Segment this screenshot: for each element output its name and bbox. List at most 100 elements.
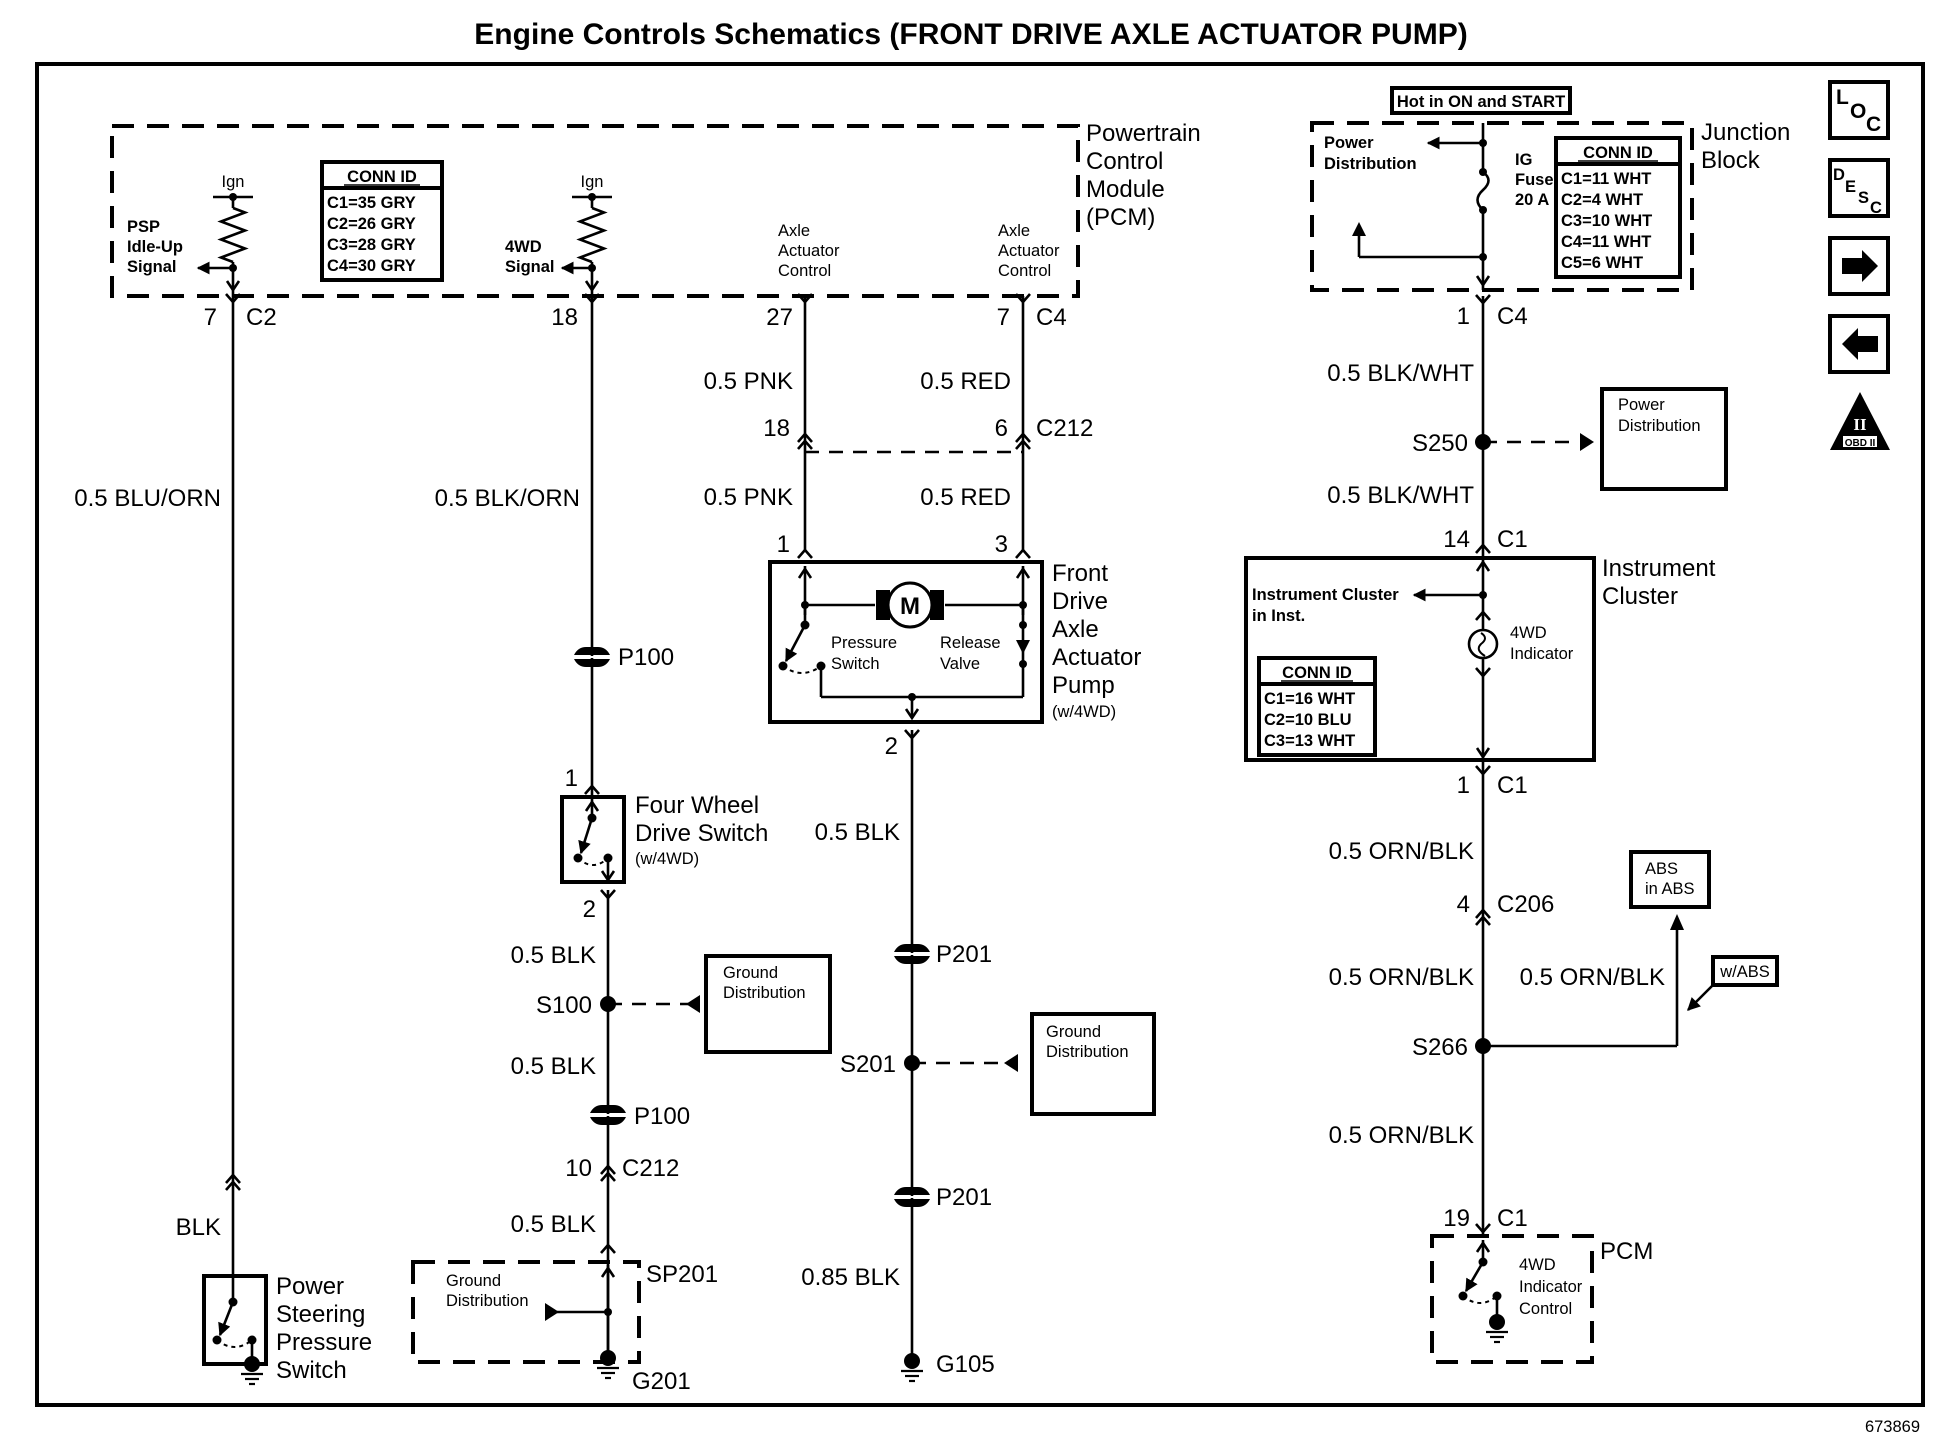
psp-signal-label: PSP: [127, 218, 160, 236]
splice-label: SP201: [646, 1261, 718, 1288]
ground-dot: [904, 1353, 920, 1369]
loc-button-frame[interactable]: [1828, 80, 1890, 140]
pressure-switch-icon: [778, 620, 826, 674]
ground-g105-icon: [901, 1353, 923, 1383]
c212-ground-connector: [600, 1164, 616, 1175]
splice-label: S201: [840, 1051, 896, 1078]
ground-pcm-icon: [1486, 1314, 1508, 1344]
connector-name: C2: [246, 304, 277, 331]
left-arrow-glyph: [1842, 328, 1878, 360]
pump-name: Drive: [1052, 588, 1108, 615]
pcm-lower-name: PCM: [1600, 1238, 1653, 1265]
desc-button-frame[interactable]: [1828, 158, 1890, 218]
psp-signal-label: Signal: [127, 258, 177, 276]
pin-number: 2: [885, 733, 898, 760]
pin-number: 4: [1457, 891, 1470, 918]
arrow-head: [545, 1303, 559, 1321]
wire-label-blk: 0.5 BLK: [511, 942, 596, 969]
arrow-head: [1475, 1240, 1491, 1253]
wd-signal-label: 4WD: [505, 238, 542, 256]
4wd-indicator-label: 4WD: [1510, 624, 1547, 642]
4wd-indicator-control-label: Indicator: [1519, 1278, 1583, 1296]
wire-label-orn-blk: 0.5 ORN/BLK: [1329, 964, 1474, 991]
four-wd-switch-box: [560, 795, 626, 884]
desc-S: S: [1858, 189, 1869, 207]
abs-label: ABS: [1645, 860, 1678, 878]
ground-distribution-box: [1030, 1012, 1156, 1116]
c206-connector: [1475, 908, 1491, 919]
pcm-conn-id-row: C3=28 GRY: [327, 236, 416, 254]
cluster-conn-id-row: C2=10 BLU: [1264, 711, 1352, 729]
lamp-filament: [1477, 632, 1486, 657]
figure-id: 673869: [1865, 1418, 1920, 1436]
jb-conn-id-box: [1554, 136, 1682, 279]
pin-number: 18: [763, 415, 790, 442]
pin-number: 1: [1457, 303, 1470, 330]
release-valve-label: Release: [940, 634, 1001, 652]
axle-control-label: Actuator: [778, 242, 840, 260]
page-frame: [35, 62, 1925, 1407]
motor-brush: [876, 590, 890, 620]
pcm-c1-19-connector: [1475, 1223, 1491, 1234]
prev-arrow-icon[interactable]: [1828, 314, 1890, 374]
arrow-head: [225, 280, 241, 293]
pcm-pin27-connector: [797, 293, 813, 304]
pcm-conn-id-row: C4=30 GRY: [327, 257, 416, 275]
wire-label-red: 0.5 RED: [920, 368, 1011, 395]
pin-number: 10: [565, 1155, 592, 1182]
pressure-switch-label: Switch: [831, 655, 880, 673]
wire-label-blk: 0.5 BLK: [511, 1053, 596, 1080]
arrow-head: [797, 566, 813, 579]
four-wd-switch-name: Four Wheel: [635, 792, 759, 819]
c212-pnk-connector: [797, 439, 813, 450]
c206-connector: [1475, 915, 1491, 926]
switch-blade: [578, 817, 594, 855]
sp201-ground-distribution: [411, 1260, 641, 1364]
c212-pnk-connector: [797, 432, 813, 443]
power-distribution-label: Distribution: [1324, 155, 1417, 173]
pressure-switch-label: Pressure: [831, 634, 897, 652]
switch-blade: [218, 1301, 235, 1337]
pin-number: 18: [551, 304, 578, 331]
psp-connector: [225, 1173, 241, 1184]
splice-label: S250: [1412, 430, 1468, 457]
wire-label-blk-wht: 0.5 BLK/WHT: [1327, 360, 1474, 387]
ground-dot: [244, 1356, 260, 1372]
ground-distribution-label: Distribution: [723, 984, 806, 1002]
next-button-frame[interactable]: [1828, 236, 1890, 296]
splice-label: S100: [536, 992, 592, 1019]
pin-number: 1: [1457, 772, 1470, 799]
power-distribution-box: [1600, 387, 1728, 491]
loc-icon[interactable]: LOC: [1828, 80, 1890, 140]
abs-box: [1629, 850, 1711, 909]
junction-block-name: Block: [1701, 147, 1761, 174]
grommet-top: [574, 647, 610, 655]
desc-E: E: [1845, 178, 1856, 196]
pcm-name: Powertrain: [1086, 120, 1201, 147]
pullup-resistor-icon: [576, 206, 608, 264]
ground-distribution-label: Ground: [723, 964, 778, 982]
grommet-top: [894, 1187, 930, 1195]
pin-number: 1: [777, 531, 790, 558]
wire-label-blu-orn: 0.5 BLU/ORN: [74, 485, 221, 512]
ps-switch-name: Pressure: [276, 1329, 372, 1356]
junction-block-boundary: [1310, 121, 1694, 292]
right-arrow-glyph: [1842, 250, 1878, 282]
fuse-label: IG: [1515, 151, 1532, 169]
indicator-control-switch-icon: [1458, 1257, 1502, 1304]
pin-number: 7: [204, 304, 217, 331]
fuse-label: Fuse: [1515, 171, 1554, 189]
loc-O: O: [1850, 100, 1866, 123]
next-arrow-icon[interactable]: [1828, 236, 1890, 296]
wd-signal-label: Signal: [505, 258, 555, 276]
w-abs-option-box: [1711, 955, 1779, 987]
instrument-cluster-name: Cluster: [1602, 583, 1678, 610]
wire-label-orn-blk: 0.5 ORN/BLK: [1329, 1122, 1474, 1149]
connector-symbol: [1475, 610, 1491, 621]
jb-conn-id-row: C5=6 WHT: [1561, 254, 1643, 272]
prev-button-frame[interactable]: [1828, 314, 1890, 374]
switch-link: [782, 665, 822, 674]
